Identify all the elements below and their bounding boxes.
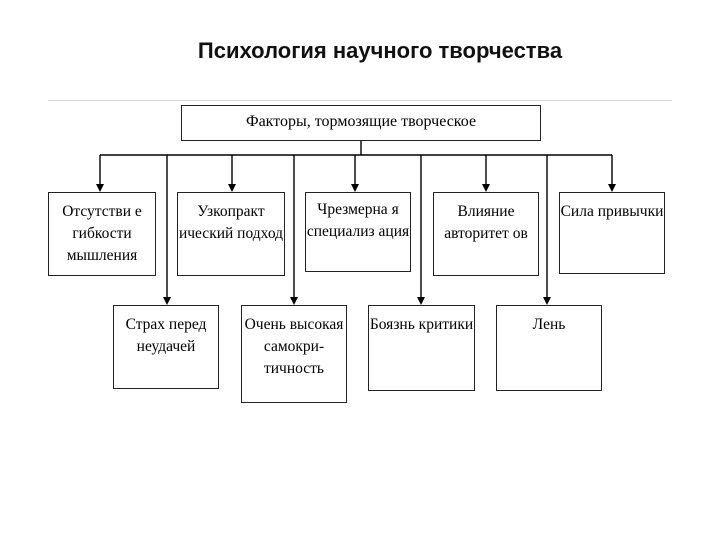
factor-label: Сила привычки xyxy=(560,203,664,220)
factor-label: Лень xyxy=(532,316,566,333)
factor-label: Узкопракт ический подход xyxy=(178,203,284,242)
factor-box-habit: Сила привычки xyxy=(559,192,665,274)
factor-box-fear-of-criticism: Боязнь критики xyxy=(368,305,475,391)
factor-box-inflexibility: Отсутстви е гибкости мышления xyxy=(48,192,156,276)
factor-box-fear-of-failure: Страх перед неудачей xyxy=(113,305,219,389)
factor-label: Чрезмерна я специализ ация xyxy=(306,201,410,240)
title-divider xyxy=(48,100,672,101)
factor-box-self-criticism: Очень высокая самокри- тичность xyxy=(241,305,347,403)
factor-box-overspecialization: Чрезмерна я специализ ация xyxy=(305,192,411,272)
factor-label: Влияние авторитет ов xyxy=(444,203,528,242)
factor-label: Боязнь критики xyxy=(369,316,474,333)
factor-box-authority: Влияние авторитет ов xyxy=(433,192,539,276)
factor-box-narrow-approach: Узкопракт ический подход xyxy=(177,192,285,276)
factor-label: Страх перед неудачей xyxy=(125,316,207,355)
root-factor-box: Факторы, тормозящие творческое xyxy=(181,105,541,141)
factor-box-laziness: Лень xyxy=(496,305,602,391)
factor-label: Отсутстви е гибкости мышления xyxy=(62,203,142,264)
factor-label: Очень высокая самокри- тичность xyxy=(244,316,344,377)
page-title: Психология научного творчества xyxy=(197,38,563,63)
